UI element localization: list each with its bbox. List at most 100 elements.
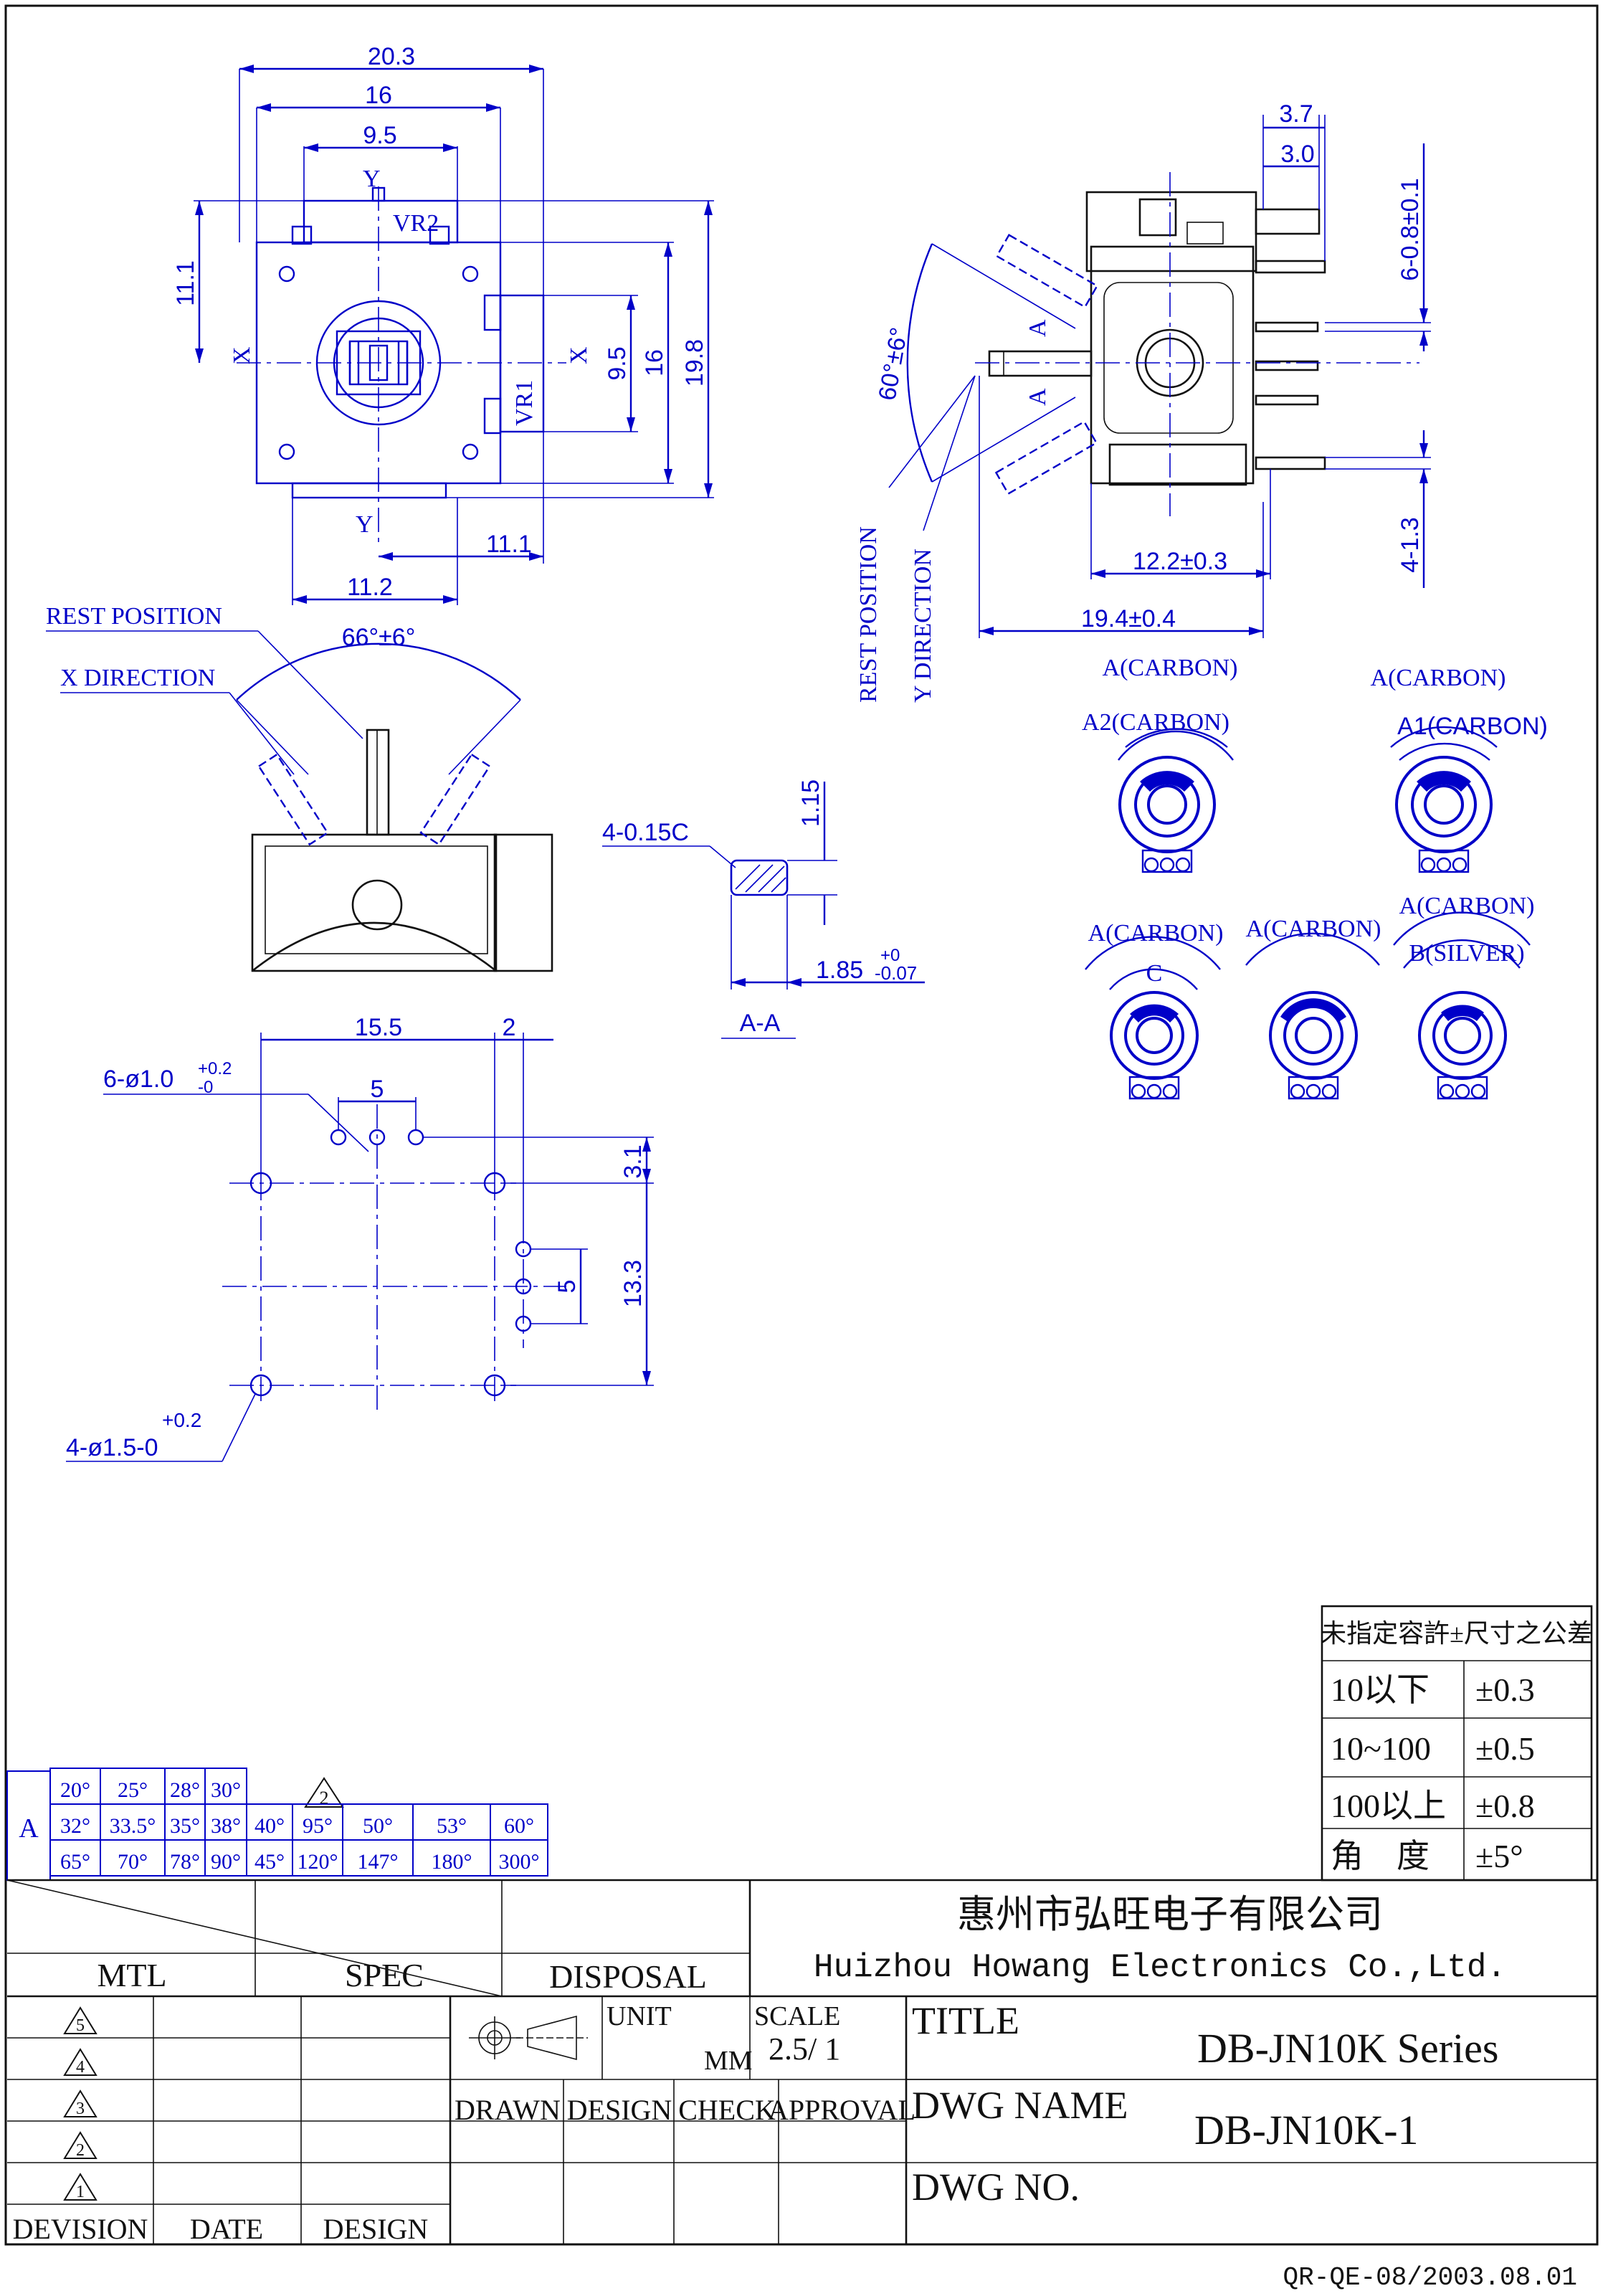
value-unit: MM xyxy=(704,2046,753,2076)
revision-triangle xyxy=(63,2089,97,2117)
section-a-top: A xyxy=(1024,319,1051,337)
tol-range-3: 100以上 xyxy=(1331,1788,1446,1824)
dim-bottom-111: 11.1 xyxy=(486,531,532,558)
label-x-left: X xyxy=(229,346,255,364)
aa-height: 1.15 xyxy=(797,779,824,827)
revision-triangle xyxy=(63,2131,97,2159)
label-design: DESIGN xyxy=(567,2094,672,2126)
value-dwg-name: DB-JN10K-1 xyxy=(1194,2107,1419,2153)
angle-value: 95° xyxy=(303,1814,333,1838)
angle-label: A xyxy=(19,1813,39,1844)
angle-value: 180° xyxy=(432,1850,472,1874)
dim-body-width: 16 xyxy=(365,82,392,109)
front-view: 66°±6° REST POSITION X DIRECTION xyxy=(46,603,553,972)
front-xdir-label: X DIRECTION xyxy=(60,665,215,691)
angle-value: 35° xyxy=(170,1814,200,1838)
aa-title: A-A xyxy=(740,1010,781,1037)
revision-triangle xyxy=(63,2048,97,2076)
angle-value: 147° xyxy=(358,1850,399,1874)
label-mtl: MTL xyxy=(97,1957,166,1993)
pcb-dim-133: 13.3 xyxy=(619,1260,647,1307)
revision-triangle xyxy=(63,2006,97,2034)
sym2-inner: A1(CARBON) xyxy=(1397,713,1548,740)
label-y-bottom: Y xyxy=(356,511,374,538)
tol-val-3: ±0.8 xyxy=(1475,1788,1535,1824)
pcb-small-tol-upper: +0.2 xyxy=(198,1059,232,1078)
value-title: DB-JN10K Series xyxy=(1197,2025,1498,2072)
aa-tol-upper: +0 xyxy=(880,946,900,965)
label-vr2: VR2 xyxy=(393,210,439,237)
dim-bottom-112: 11.2 xyxy=(347,574,393,601)
resistor-symbol-1: A(CARBON) A2(CARBON) xyxy=(1082,655,1237,873)
dim-41-3: 4-1.3 xyxy=(1397,517,1424,573)
dim-pins: 6-0.8±0.1 xyxy=(1397,178,1424,280)
resistor-symbol-4: A(CARBON) xyxy=(1245,916,1381,1100)
tolerance-header: 未指定容許±尺寸之公差 xyxy=(1321,1619,1593,1648)
label-disposal: DISPOSAL xyxy=(549,1958,707,1995)
sym5-outer: A(CARBON) xyxy=(1399,893,1535,919)
angle-table: A 2 20°25°28°30°32°33.5°35°38°40°95°50°5… xyxy=(6,1768,548,1881)
tol-range-1: 10以下 xyxy=(1331,1671,1430,1708)
sym5-inner: B(SILVER) xyxy=(1409,940,1524,967)
angle-value: 40° xyxy=(255,1814,285,1838)
tol-range-4: 角 度 xyxy=(1331,1838,1430,1874)
section-a-bottom: A xyxy=(1024,388,1051,406)
section-aa: 1.15 1.85 +0 -0.07 4-0.15C A-A xyxy=(602,779,925,1039)
revision-mark: 5 xyxy=(76,2016,85,2035)
pcb-dim-31: 3.1 xyxy=(619,1144,647,1178)
dim-right-16: 16 xyxy=(641,349,668,376)
label-check: CHECK xyxy=(678,2094,776,2126)
tol-val-4: ±5° xyxy=(1475,1838,1523,1874)
label-y-top: Y xyxy=(363,166,381,192)
side-rest-label: REST POSITION xyxy=(855,526,882,703)
dim-37: 3.7 xyxy=(1279,100,1313,128)
revision-mark: 2 xyxy=(76,2141,85,2160)
label-dwg-no: DWG NO. xyxy=(912,2165,1080,2209)
angle-value: 25° xyxy=(118,1778,148,1802)
angle-value: 60° xyxy=(504,1814,534,1838)
sym4-outer: A(CARBON) xyxy=(1246,916,1381,942)
pcb-small-holes: 6-ø1.0 xyxy=(103,1066,173,1093)
angle-value: 70° xyxy=(118,1850,148,1874)
revision-triangle xyxy=(63,2173,97,2201)
resistor-symbol-2: A(CARBON) A1(CARBON) xyxy=(1371,665,1548,873)
sym3-inner: C xyxy=(1146,960,1163,987)
revision-mark: 3 xyxy=(76,2100,85,2118)
label-drawn: DRAWN xyxy=(455,2094,561,2126)
label-devision: DEVISION xyxy=(13,2213,148,2245)
label-unit: UNIT xyxy=(607,2001,672,2031)
angle-value: 28° xyxy=(170,1778,200,1802)
angle-cell xyxy=(490,1839,548,1877)
label-x-right: X xyxy=(566,346,592,364)
label-design-col: DESIGN xyxy=(323,2213,429,2245)
sym2-outer: A(CARBON) xyxy=(1371,665,1506,691)
angle-value: 38° xyxy=(211,1814,241,1838)
angle-value: 300° xyxy=(499,1850,540,1874)
tol-val-2: ±0.5 xyxy=(1475,1730,1535,1767)
aa-tol-lower: -0.07 xyxy=(875,962,917,984)
pcb-dim-2: 2 xyxy=(503,1014,516,1041)
company-cn: 惠州市弘旺电子有限公司 xyxy=(957,1893,1383,1936)
angle-value: 53° xyxy=(437,1814,467,1838)
label-title: TITLE xyxy=(912,1999,1019,2042)
angle-value: 78° xyxy=(170,1850,200,1874)
pcb-dim-155: 15.5 xyxy=(355,1014,402,1041)
tol-val-1: ±0.3 xyxy=(1475,1671,1535,1708)
side-ydir-label: Y DIRECTION xyxy=(910,549,936,703)
angle-value: 65° xyxy=(60,1850,90,1874)
angle-rev-mark: 2 xyxy=(320,1788,329,1808)
pcb-dim-5-side: 5 xyxy=(553,1280,581,1294)
tol-range-2: 10~100 xyxy=(1331,1730,1431,1767)
angle-value: 20° xyxy=(60,1778,90,1802)
angle-value: 45° xyxy=(255,1850,285,1874)
resistor-symbol-3: A(CARBON) C xyxy=(1085,920,1223,1100)
label-dwg-name: DWG NAME xyxy=(912,2084,1128,2127)
dim-30: 3.0 xyxy=(1280,141,1314,168)
dim-right-95: 9.5 xyxy=(604,346,631,380)
front-angle: 66°±6° xyxy=(342,624,416,651)
angle-value: 90° xyxy=(211,1850,241,1874)
drawing-frame xyxy=(4,4,1599,2246)
angle-value: 30° xyxy=(211,1778,241,1802)
